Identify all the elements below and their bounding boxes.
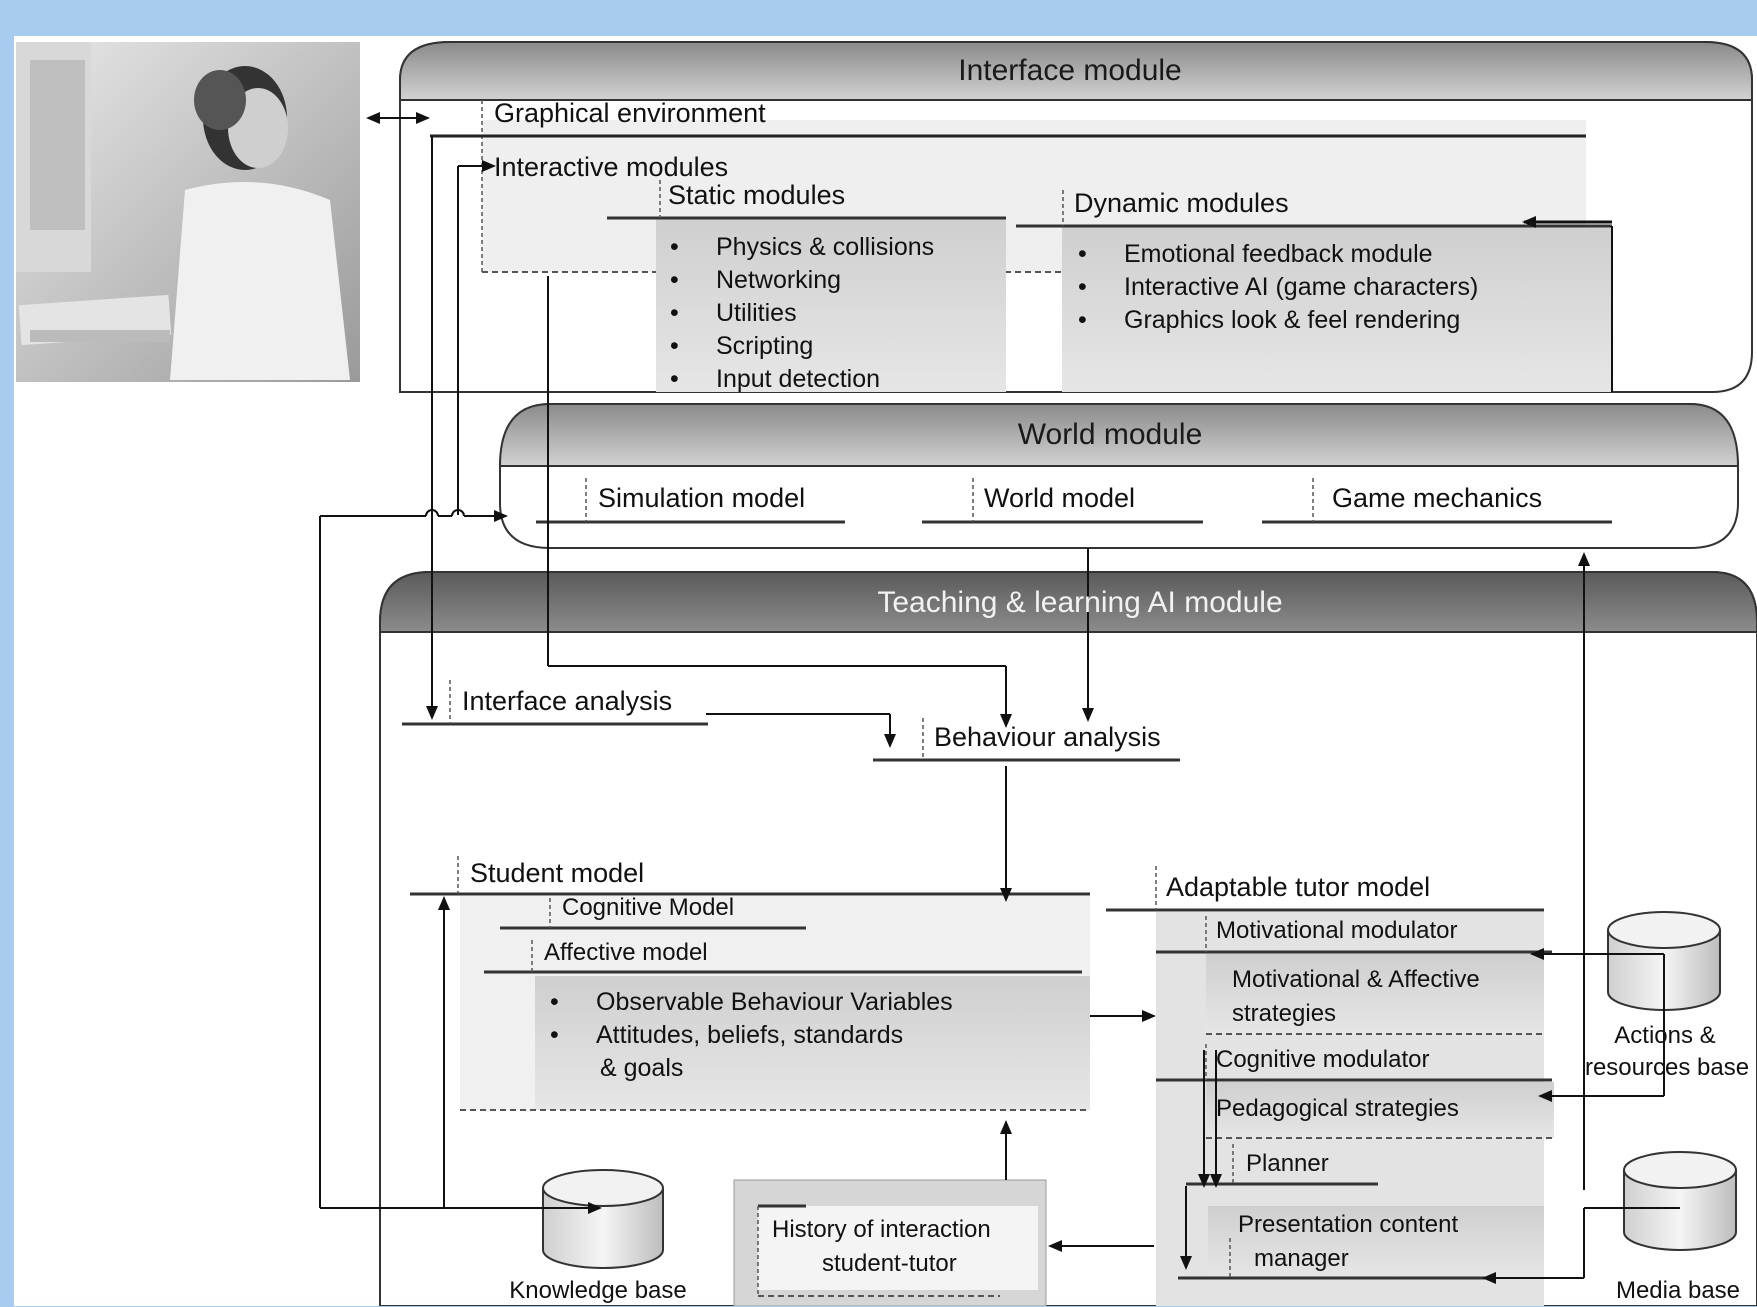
motivational-strategies-line2: strategies: [1232, 1000, 1337, 1027]
static-modules-title: Static modules: [668, 180, 846, 210]
motivational-modulator-label: Motivational modulator: [1216, 917, 1458, 944]
static-modules-list: Physics & collisions Networking Utilitie…: [664, 231, 934, 396]
student-model-item: Attitudes, beliefs, standards: [544, 1019, 953, 1052]
interface-module-title: Interface module: [958, 54, 1182, 87]
pedagogical-strategies-label: Pedagogical strategies: [1216, 1095, 1459, 1122]
cognitive-model-label: Cognitive Model: [562, 894, 735, 921]
static-module-item: Networking: [664, 264, 934, 297]
student-model-item-continuation: & goals: [600, 1054, 684, 1082]
world-model-label: World model: [984, 483, 1136, 513]
history-line1: History of interaction: [772, 1216, 991, 1243]
history-line2: student-tutor: [822, 1250, 957, 1277]
dynamic-module-item: Graphics look & feel rendering: [1072, 304, 1478, 337]
presentation-manager-line2: manager: [1254, 1245, 1349, 1272]
knowledge-base-icon: [542, 1169, 664, 1269]
dynamic-module-item: Emotional feedback module: [1072, 238, 1478, 271]
affective-model-label: Affective model: [544, 939, 708, 966]
world-module: [498, 403, 1740, 549]
game-mechanics-label: Game mechanics: [1332, 483, 1543, 513]
interface-analysis-label: Interface analysis: [462, 686, 673, 716]
planner-label: Planner: [1246, 1150, 1329, 1177]
presentation-manager-line1: Presentation content: [1238, 1211, 1459, 1238]
static-module-item: Utilities: [664, 297, 934, 330]
student-model-title: Student model: [470, 858, 645, 888]
connectors: [319, 112, 1680, 1284]
student-model-list: Observable Behaviour Variables Attitudes…: [544, 986, 953, 1052]
actions-base-line1: Actions &: [1614, 1022, 1716, 1049]
motivational-strategies-line1: Motivational & Affective: [1232, 966, 1480, 993]
world-module-title: World module: [1017, 418, 1203, 451]
static-module-item: Input detection: [664, 363, 934, 396]
actions-base-line2: resources base: [1584, 1054, 1750, 1081]
graphical-environment-label: Graphical environment: [494, 98, 766, 128]
dynamic-module-item: Interactive AI (game characters): [1072, 271, 1478, 304]
interactive-modules-label: Interactive modules: [494, 152, 729, 182]
dynamic-modules-title: Dynamic modules: [1074, 188, 1289, 218]
knowledge-base-label: Knowledge base: [509, 1277, 687, 1304]
adaptable-tutor-model-title: Adaptable tutor model: [1166, 872, 1431, 902]
media-base-label: Media base: [1615, 1277, 1741, 1304]
dynamic-modules-list: Emotional feedback module Interactive AI…: [1072, 238, 1478, 337]
media-base-icon: [1623, 1151, 1737, 1251]
cognitive-modulator-label: Cognitive modulator: [1216, 1046, 1430, 1073]
behaviour-analysis-label: Behaviour analysis: [934, 722, 1161, 752]
simulation-model-label: Simulation model: [598, 483, 806, 513]
teaching-module-title: Teaching & learning AI module: [877, 586, 1283, 619]
static-module-item: Physics & collisions: [664, 231, 934, 264]
static-module-item: Scripting: [664, 330, 934, 363]
student-model-item: Observable Behaviour Variables: [544, 986, 953, 1019]
teaching-learning-module: [379, 571, 1757, 1306]
person-at-computer-image: [16, 42, 360, 382]
